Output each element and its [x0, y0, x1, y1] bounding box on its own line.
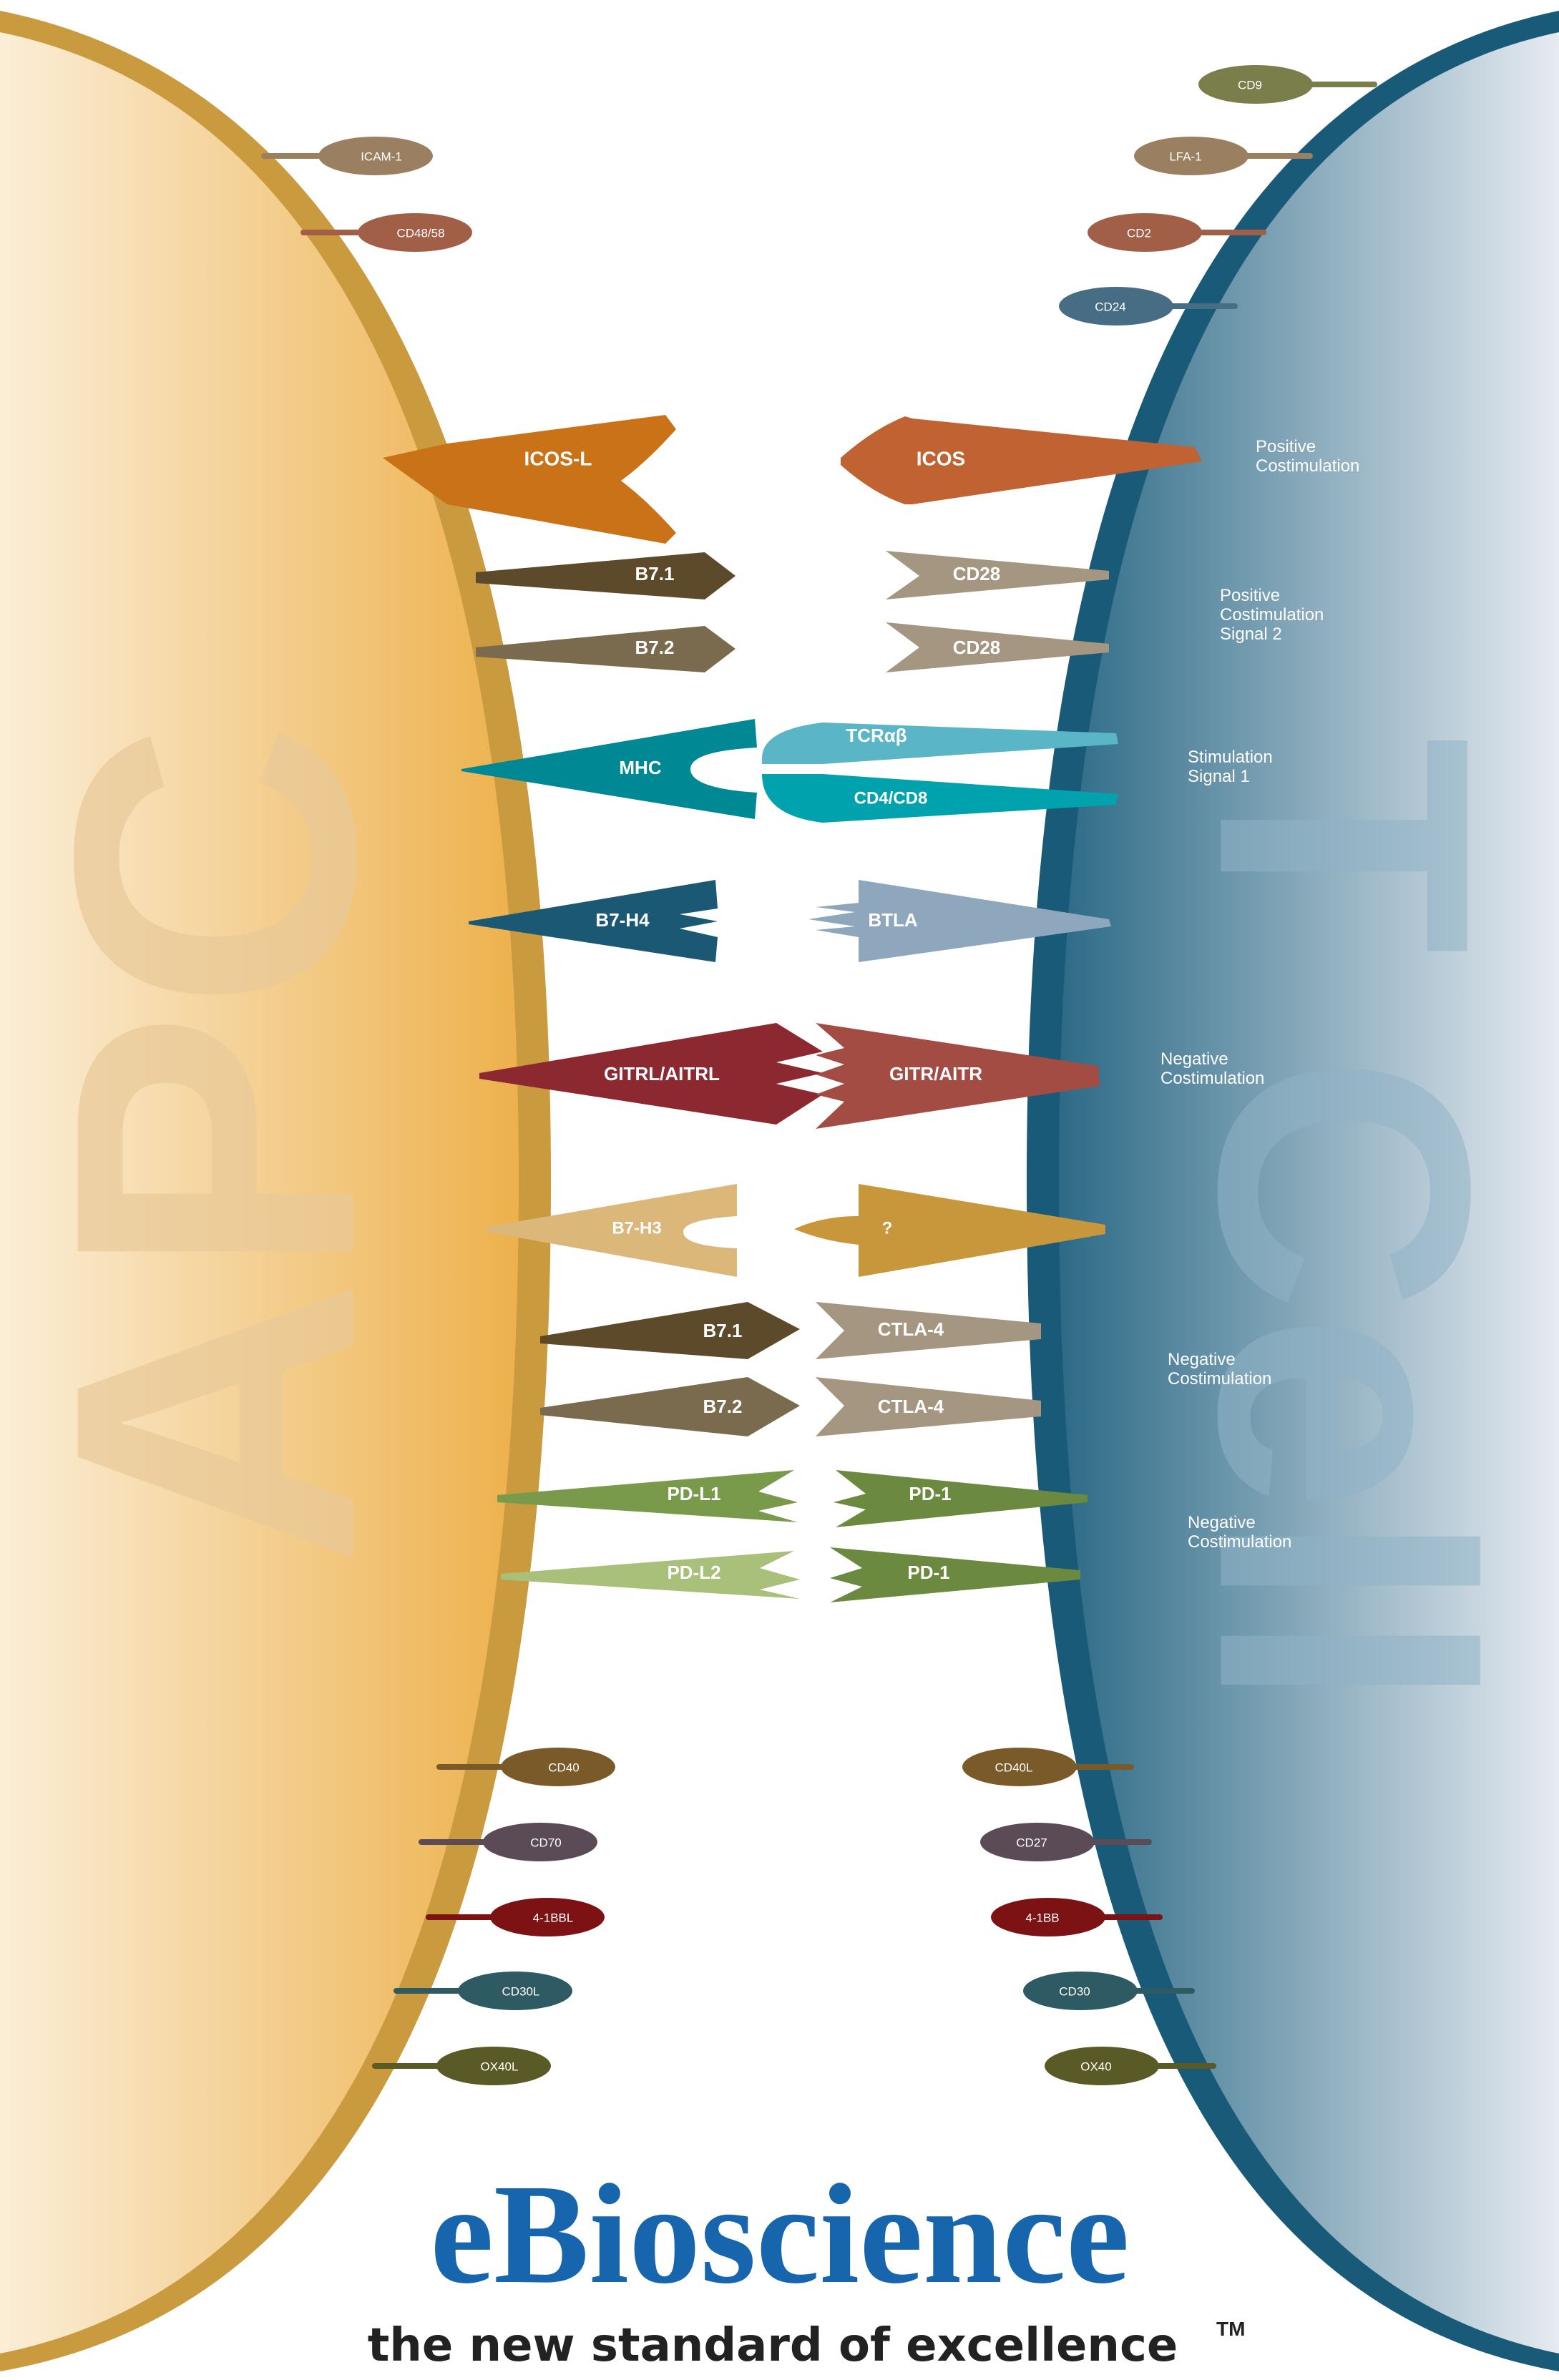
receptor-shape — [830, 1547, 1080, 1602]
receptor-pdl1: PD-L1 — [497, 1470, 798, 1522]
receptor-label: PD-1 — [909, 1483, 951, 1504]
tcell-watermark: T Cell — [1145, 736, 1545, 1710]
note-line: Negative — [1160, 1049, 1228, 1069]
receptor-label: B7.2 — [703, 1396, 743, 1417]
receptor-shape — [540, 1302, 800, 1359]
receptor-shape — [497, 1470, 798, 1522]
brand-block: eBioscience the new standard of excellen… — [368, 2155, 1246, 2372]
receptor-label: MHC — [619, 757, 661, 778]
note-line: Negative — [1188, 1513, 1256, 1532]
receptor-b71-b: B7.1 — [540, 1302, 800, 1359]
marker-label: CD40L — [995, 1760, 1033, 1774]
receptor-label: GITR/AITR — [889, 1063, 982, 1084]
receptor-label: B7-H4 — [595, 909, 650, 931]
receptor-label: CD28 — [953, 563, 1000, 584]
receptor-label: CD28 — [953, 637, 1000, 658]
receptor-label: PD-L2 — [667, 1562, 720, 1583]
receptor-pd1-b: PD-1 — [830, 1547, 1080, 1602]
receptor-label: BTLA — [868, 909, 918, 931]
receptor-pdl2: PD-L2 — [501, 1551, 800, 1599]
marker-label: CD2 — [1127, 226, 1151, 240]
receptor-shape — [476, 552, 735, 599]
marker-label: ICAM-1 — [361, 150, 402, 163]
receptor-b72-a: B7.2 — [476, 626, 735, 672]
marker-label: CD27 — [1016, 1836, 1047, 1849]
receptor-label: ICOS — [917, 447, 965, 469]
marker-label: CD24 — [1095, 300, 1125, 313]
note-line: Costimulation — [1160, 1069, 1264, 1088]
note-line: Costimulation — [1256, 456, 1359, 476]
note-line: Stimulation — [1188, 748, 1273, 767]
receptor-label: CTLA-4 — [878, 1396, 944, 1417]
brand-logo: eBioscience — [430, 2155, 1129, 2313]
receptor-label: ? — [882, 1218, 893, 1238]
receptor-label: PD-1 — [907, 1562, 949, 1583]
note-line: Positive — [1256, 437, 1316, 456]
receptor-label: ? — [766, 897, 786, 935]
marker-label: CD30L — [502, 1984, 540, 1998]
receptor-label: ICOS-L — [524, 447, 592, 469]
receptor-shape — [476, 626, 735, 672]
receptor-label: CTLA-4 — [878, 1318, 944, 1340]
receptor-b72-b: B7.2 — [540, 1377, 800, 1436]
marker-icam-1: ICAM-1 — [261, 137, 433, 175]
note-line: Costimulation — [1168, 1369, 1271, 1389]
note-line: Positive — [1220, 586, 1280, 605]
receptor-label: CD4/CD8 — [854, 788, 928, 808]
note-line: Negative — [1168, 1350, 1236, 1369]
marker-label: 4-1BB — [1025, 1911, 1059, 1924]
receptor-ctla4-b: CTLA-4 — [816, 1377, 1041, 1436]
note-line: Signal 1 — [1188, 767, 1250, 786]
apc-cell: APC — [0, 11, 551, 2371]
note-line: Signal 2 — [1220, 625, 1282, 644]
t-cell: T Cell — [1027, 11, 1559, 2371]
receptor-label: B7.1 — [703, 1320, 743, 1341]
note-line: Costimulation — [1220, 605, 1324, 625]
marker-label: LFA-1 — [1169, 150, 1201, 163]
marker-label: 4-1BBL — [533, 1911, 574, 1924]
marker-cd9: CD9 — [1198, 65, 1377, 104]
receptor-b71-a: B7.1 — [476, 552, 735, 599]
marker-label: CD30 — [1059, 1984, 1090, 1998]
marker-label: OX40 — [1080, 2060, 1111, 2073]
receptor-label: B7-H3 — [612, 1218, 661, 1238]
marker-label: CD70 — [530, 1836, 561, 1849]
trademark-mark: TM — [1216, 2318, 1245, 2340]
receptor-ctla4-a: CTLA-4 — [816, 1302, 1041, 1359]
marker-label: CD9 — [1238, 78, 1262, 92]
marker-label: OX40L — [481, 2060, 519, 2073]
receptor-shape — [540, 1377, 800, 1436]
brand-tagline: the new standard of excellence — [368, 2319, 1178, 2372]
receptor-label: PD-L1 — [667, 1483, 720, 1504]
receptor-cd28-a: CD28 — [886, 551, 1109, 599]
receptor-label: B7.1 — [635, 563, 675, 584]
marker-label: CD48/58 — [396, 226, 444, 240]
receptor-shape — [501, 1551, 800, 1599]
marker-label: CD40 — [548, 1760, 579, 1774]
note-line: Costimulation — [1188, 1532, 1291, 1552]
receptor-label: TCRαβ — [846, 725, 906, 746]
receptor-label: B7.2 — [635, 637, 675, 658]
apc-watermark: APC — [0, 722, 439, 1567]
receptor-label: GITRL/AITRL — [604, 1063, 720, 1084]
